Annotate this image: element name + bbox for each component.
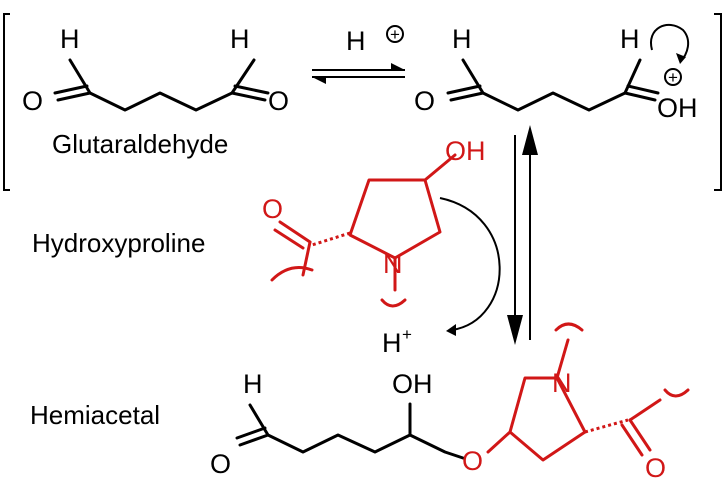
atom-o: O <box>22 86 43 116</box>
charge-circle-icon <box>386 25 404 43</box>
curved-arrow-icon <box>649 23 690 63</box>
atom-oh: OH <box>657 93 698 123</box>
right-bracket <box>714 13 722 191</box>
atom-o: O <box>210 449 231 479</box>
proton-charge: + <box>390 25 400 44</box>
atom-h: H <box>60 24 80 54</box>
released-proton: H <box>382 328 402 358</box>
charge-circle-icon <box>664 68 682 86</box>
arrowhead-icon <box>676 53 686 64</box>
atom-n: N <box>552 368 572 398</box>
atom-h: H <box>620 24 640 54</box>
atom-o: O <box>268 86 289 116</box>
protonated-glutaraldehyde-structure: H H O OH + <box>414 23 698 123</box>
atom-n: N <box>383 249 403 279</box>
atom-oh: OH <box>445 136 486 166</box>
equilibrium-arrows-protonation <box>312 63 405 84</box>
glutaraldehyde-structure: H H O O <box>22 24 289 116</box>
left-bracket <box>3 13 10 191</box>
atom-o: O <box>645 453 666 482</box>
atom-o: O <box>262 194 283 224</box>
hydroxyproline-label: Hydroxyproline <box>32 228 205 258</box>
equilibrium-arrows-addition <box>507 125 538 345</box>
glutaraldehyde-label: Glutaraldehyde <box>52 129 228 159</box>
arrowhead-icon <box>446 324 456 336</box>
oxonium-charge: + <box>668 68 678 87</box>
atom-h: H <box>452 24 472 54</box>
atom-o: O <box>462 446 483 476</box>
atom-h: H <box>243 369 263 399</box>
proton-label: H <box>346 26 366 56</box>
hemiacetal-structure: H O OH O N O <box>210 322 690 482</box>
curved-arrow-icon <box>439 197 501 331</box>
atom-o: O <box>414 86 435 116</box>
hydroxyproline-structure: OH O N <box>262 136 486 308</box>
released-proton-charge: + <box>402 325 412 344</box>
atom-h: H <box>230 24 250 54</box>
atom-oh: OH <box>392 369 433 399</box>
hemiacetal-label: Hemiacetal <box>30 400 160 430</box>
